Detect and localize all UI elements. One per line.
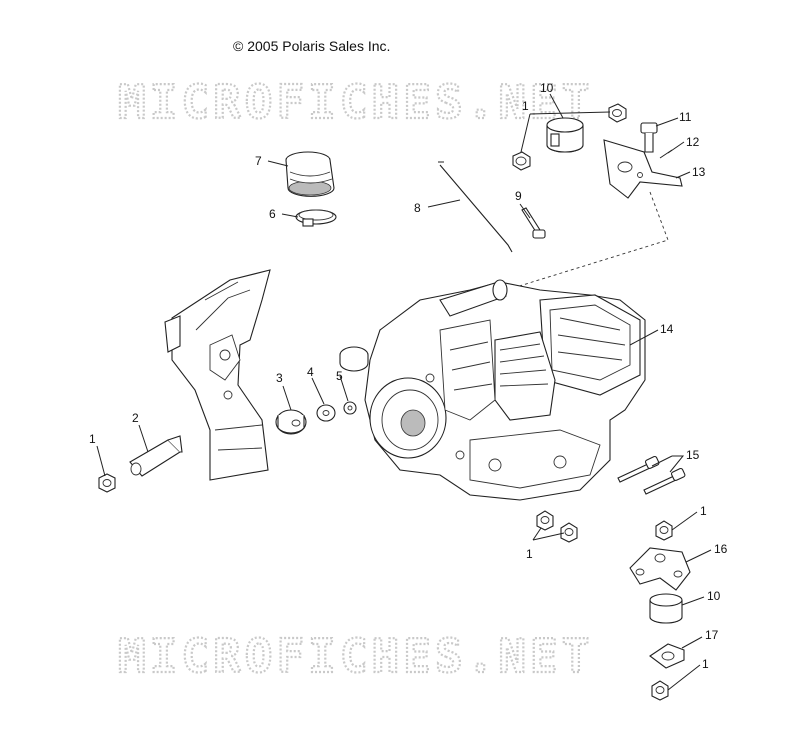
callout-5: 5 (336, 369, 343, 383)
callout-1: 1 (526, 547, 533, 561)
callout-11: 11 (679, 110, 692, 124)
callout-2: 2 (132, 411, 139, 425)
callout-14: 14 (660, 322, 674, 336)
leader-lines (96, 93, 712, 691)
part-washer-4 (316, 404, 336, 422)
part-mount-3 (275, 409, 307, 435)
part-clamp-6 (295, 209, 337, 227)
part-rubber-mount-lower (649, 593, 683, 624)
watermark-bottom: MICROFICHES.NET (118, 629, 593, 683)
part-bracket-13 (603, 139, 683, 199)
callout-1: 1 (522, 99, 529, 113)
callout-labels: 1 10 11 12 13 7 6 8 9 14 3 4 5 2 1 15 1 … (89, 81, 728, 671)
part-washer-5 (343, 401, 357, 415)
callout-1: 1 (700, 504, 707, 518)
callout-17: 17 (705, 628, 719, 642)
callout-6: 6 (269, 207, 276, 221)
callout-13: 13 (692, 165, 706, 179)
callout-16: 16 (714, 542, 728, 556)
callout-1: 1 (89, 432, 96, 446)
part-frame-bracket (164, 269, 271, 481)
callout-8: 8 (414, 201, 421, 215)
callout-9: 9 (515, 189, 522, 203)
part-bracket-16 (629, 547, 691, 591)
callout-10: 10 (540, 81, 554, 95)
part-nut-upper-right (608, 103, 627, 123)
part-bolt-9 (521, 207, 546, 239)
part-spacer-2 (129, 435, 183, 477)
part-rubber-mount-upper (546, 117, 584, 153)
part-nut-left (98, 473, 116, 493)
part-intake-boot-7 (285, 151, 335, 197)
callout-4: 4 (307, 365, 314, 379)
part-bolt-11 (640, 122, 658, 153)
part-nut-upper-left (512, 151, 531, 171)
watermark-top: MICROFICHES.NET (118, 75, 593, 129)
part-nut-lower-a (536, 510, 554, 531)
assembly-line-bracket (499, 191, 669, 293)
callout-1: 1 (702, 657, 709, 671)
callout-3: 3 (276, 371, 283, 385)
part-nut-lower-right-bottom (651, 680, 669, 701)
callout-12: 12 (686, 135, 700, 149)
part-nut-lower-right-top (655, 520, 673, 541)
part-bolts-15 (617, 455, 686, 495)
part-engine-14 (339, 279, 646, 501)
part-nut-lower-b (560, 522, 578, 543)
copyright-text: © 2005 Polaris Sales Inc. (233, 38, 391, 54)
callout-7: 7 (255, 154, 262, 168)
part-plate-17 (649, 643, 685, 669)
callout-15: 15 (686, 448, 700, 462)
part-rod-8 (438, 161, 513, 253)
callout-10: 10 (707, 589, 721, 603)
